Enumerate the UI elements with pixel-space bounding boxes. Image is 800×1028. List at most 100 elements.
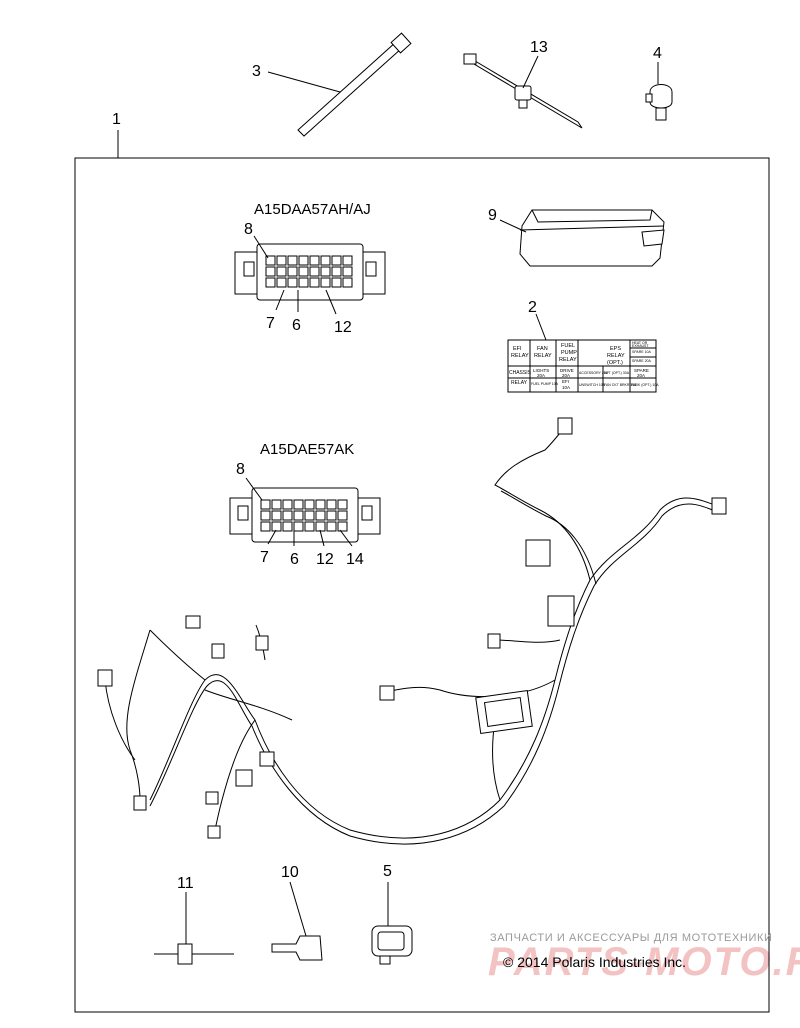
fuse-box-b-callout-12[interactable]: 12	[316, 551, 334, 568]
fuse-part-10[interactable]	[271, 935, 323, 961]
decal-fuel-pump-fuse: FUEL PUMP 10A	[531, 382, 559, 386]
decal-chassis-relay-1: CHASSIS	[509, 370, 532, 376]
callout-3[interactable]: 3	[252, 63, 261, 80]
main-wire-harness[interactable]	[97, 417, 727, 845]
fuse-box-b-fuse-grid	[260, 499, 348, 532]
fuse-box-b[interactable]	[229, 487, 381, 543]
fuse-cell	[293, 510, 304, 521]
fuse-box-a-callout-7[interactable]: 7	[266, 315, 275, 332]
fuse-cell	[309, 277, 320, 288]
decal-small-1: HEAT OR	[632, 341, 648, 345]
fuse-decal-part-2[interactable]: EFI RELAY FAN RELAY FUEL PUMP RELAY EPS …	[507, 339, 659, 393]
fuse-cell	[331, 255, 342, 266]
callout-1[interactable]: 1	[112, 111, 121, 128]
callout-5[interactable]: 5	[383, 863, 392, 880]
fuse-box-b-callout-7[interactable]: 7	[260, 549, 269, 566]
decal-drive-1: DRIVE	[560, 368, 574, 373]
cable-tie-clip-part-13[interactable]	[463, 53, 583, 129]
callout-3-leader	[267, 71, 341, 93]
fuse-cell	[337, 510, 348, 521]
fuse-cell	[265, 266, 276, 277]
fuse-box-a-fuse-grid	[265, 255, 353, 288]
decal-accessory: ACCESSORY 20A	[579, 371, 609, 375]
fuse-cell	[304, 521, 315, 532]
fuse-cell	[287, 266, 298, 277]
decal-lights-2: 20A	[537, 373, 545, 378]
callout-13-leader	[522, 55, 539, 89]
fuse-box-a-model: A15DAA57AH/AJ	[254, 201, 371, 218]
callout-9[interactable]: 9	[488, 207, 497, 224]
fuse-cell	[298, 266, 309, 277]
fuse-cell	[287, 277, 298, 288]
fuse-box-a-callout-8[interactable]: 8	[244, 221, 253, 238]
fuse-cell	[342, 266, 353, 277]
fuse-box-b-callout-8[interactable]: 8	[236, 461, 245, 478]
fuse-cell	[298, 277, 309, 288]
fuse-box-b-callout-6[interactable]: 6	[290, 551, 299, 568]
kit-frame	[74, 157, 770, 1013]
decal-small-2: EXHAUST	[632, 344, 649, 348]
decal-fan-relay-2: RELAY	[534, 353, 552, 359]
callout-10[interactable]: 10	[281, 864, 299, 881]
fuse-cell	[260, 510, 271, 521]
fuse-cell	[265, 277, 276, 288]
decal-drive-2: 20A	[562, 373, 570, 378]
decal-unswitch: UNSWITCH 10A	[579, 383, 606, 387]
fuse-cell	[337, 521, 348, 532]
fuse-cell	[331, 266, 342, 277]
fuse-cell	[260, 499, 271, 510]
decal-efi-2: 10A	[562, 385, 570, 390]
fuse-cell	[326, 510, 337, 521]
decal-fuel-pump-1: FUEL	[561, 343, 575, 349]
fuse-cell	[293, 521, 304, 532]
decal-eps-relay-1: EPS	[610, 346, 621, 352]
fuse-cell	[309, 266, 320, 277]
connector-part-5[interactable]	[371, 925, 413, 965]
fuse-cell	[315, 510, 326, 521]
fuse-cell	[320, 255, 331, 266]
fuse-cell	[276, 255, 287, 266]
decal-small-4: SPARE 20A	[632, 359, 651, 363]
decal-chassis-relay-2: RELAY	[511, 380, 528, 386]
callout-2-leader	[535, 313, 547, 341]
fuse-box-b-callout-14[interactable]: 14	[346, 551, 364, 568]
clip-part-4[interactable]	[645, 84, 673, 121]
fuse-cell	[276, 277, 287, 288]
callout-13[interactable]: 13	[530, 39, 548, 56]
decal-eps-relay-3: (OPT.)	[607, 360, 623, 366]
decal-spare-2: 20A	[637, 373, 645, 378]
fuse-cell	[315, 521, 326, 532]
decal-fan-relay-1: FAN	[537, 346, 548, 352]
fuse-cell	[342, 255, 353, 266]
decal-fan-ckt: FAN CKT BRKR 15A	[604, 383, 637, 387]
fuse-cell	[326, 521, 337, 532]
fuse-cell	[271, 499, 282, 510]
decal-ept: EPT (OPT.) 30A	[604, 371, 630, 375]
fuse-box-a-callout-6[interactable]: 6	[292, 317, 301, 334]
decal-efi-relay-2: RELAY	[511, 353, 529, 359]
cable-tie-part-3[interactable]	[297, 32, 412, 137]
fuse-cell	[282, 521, 293, 532]
fuse-cell	[331, 277, 342, 288]
fuse-cell	[298, 255, 309, 266]
fuse-cell	[320, 277, 331, 288]
fuse-cell	[315, 499, 326, 510]
fuse-box-a[interactable]	[234, 243, 386, 301]
fuse-cell	[293, 499, 304, 510]
fuse-cell	[265, 255, 276, 266]
fuse-box-cover-part-9[interactable]	[519, 209, 665, 267]
callout-2[interactable]: 2	[528, 299, 537, 316]
fuse-cell	[304, 510, 315, 521]
diode-part-11[interactable]	[154, 943, 234, 965]
decal-fuel-pump-3: RELAY	[559, 357, 577, 363]
callout-9-leader	[499, 219, 527, 233]
fuse-box-a-callout-12[interactable]: 12	[334, 319, 352, 336]
decal-efi-relay-1: EFI	[513, 346, 522, 352]
fuse-cell	[342, 277, 353, 288]
copyright-text: © 2014 Polaris Industries Inc.	[503, 954, 687, 970]
fuse-cell	[282, 510, 293, 521]
callout-11[interactable]: 11	[177, 875, 194, 892]
callout-4[interactable]: 4	[653, 45, 662, 62]
